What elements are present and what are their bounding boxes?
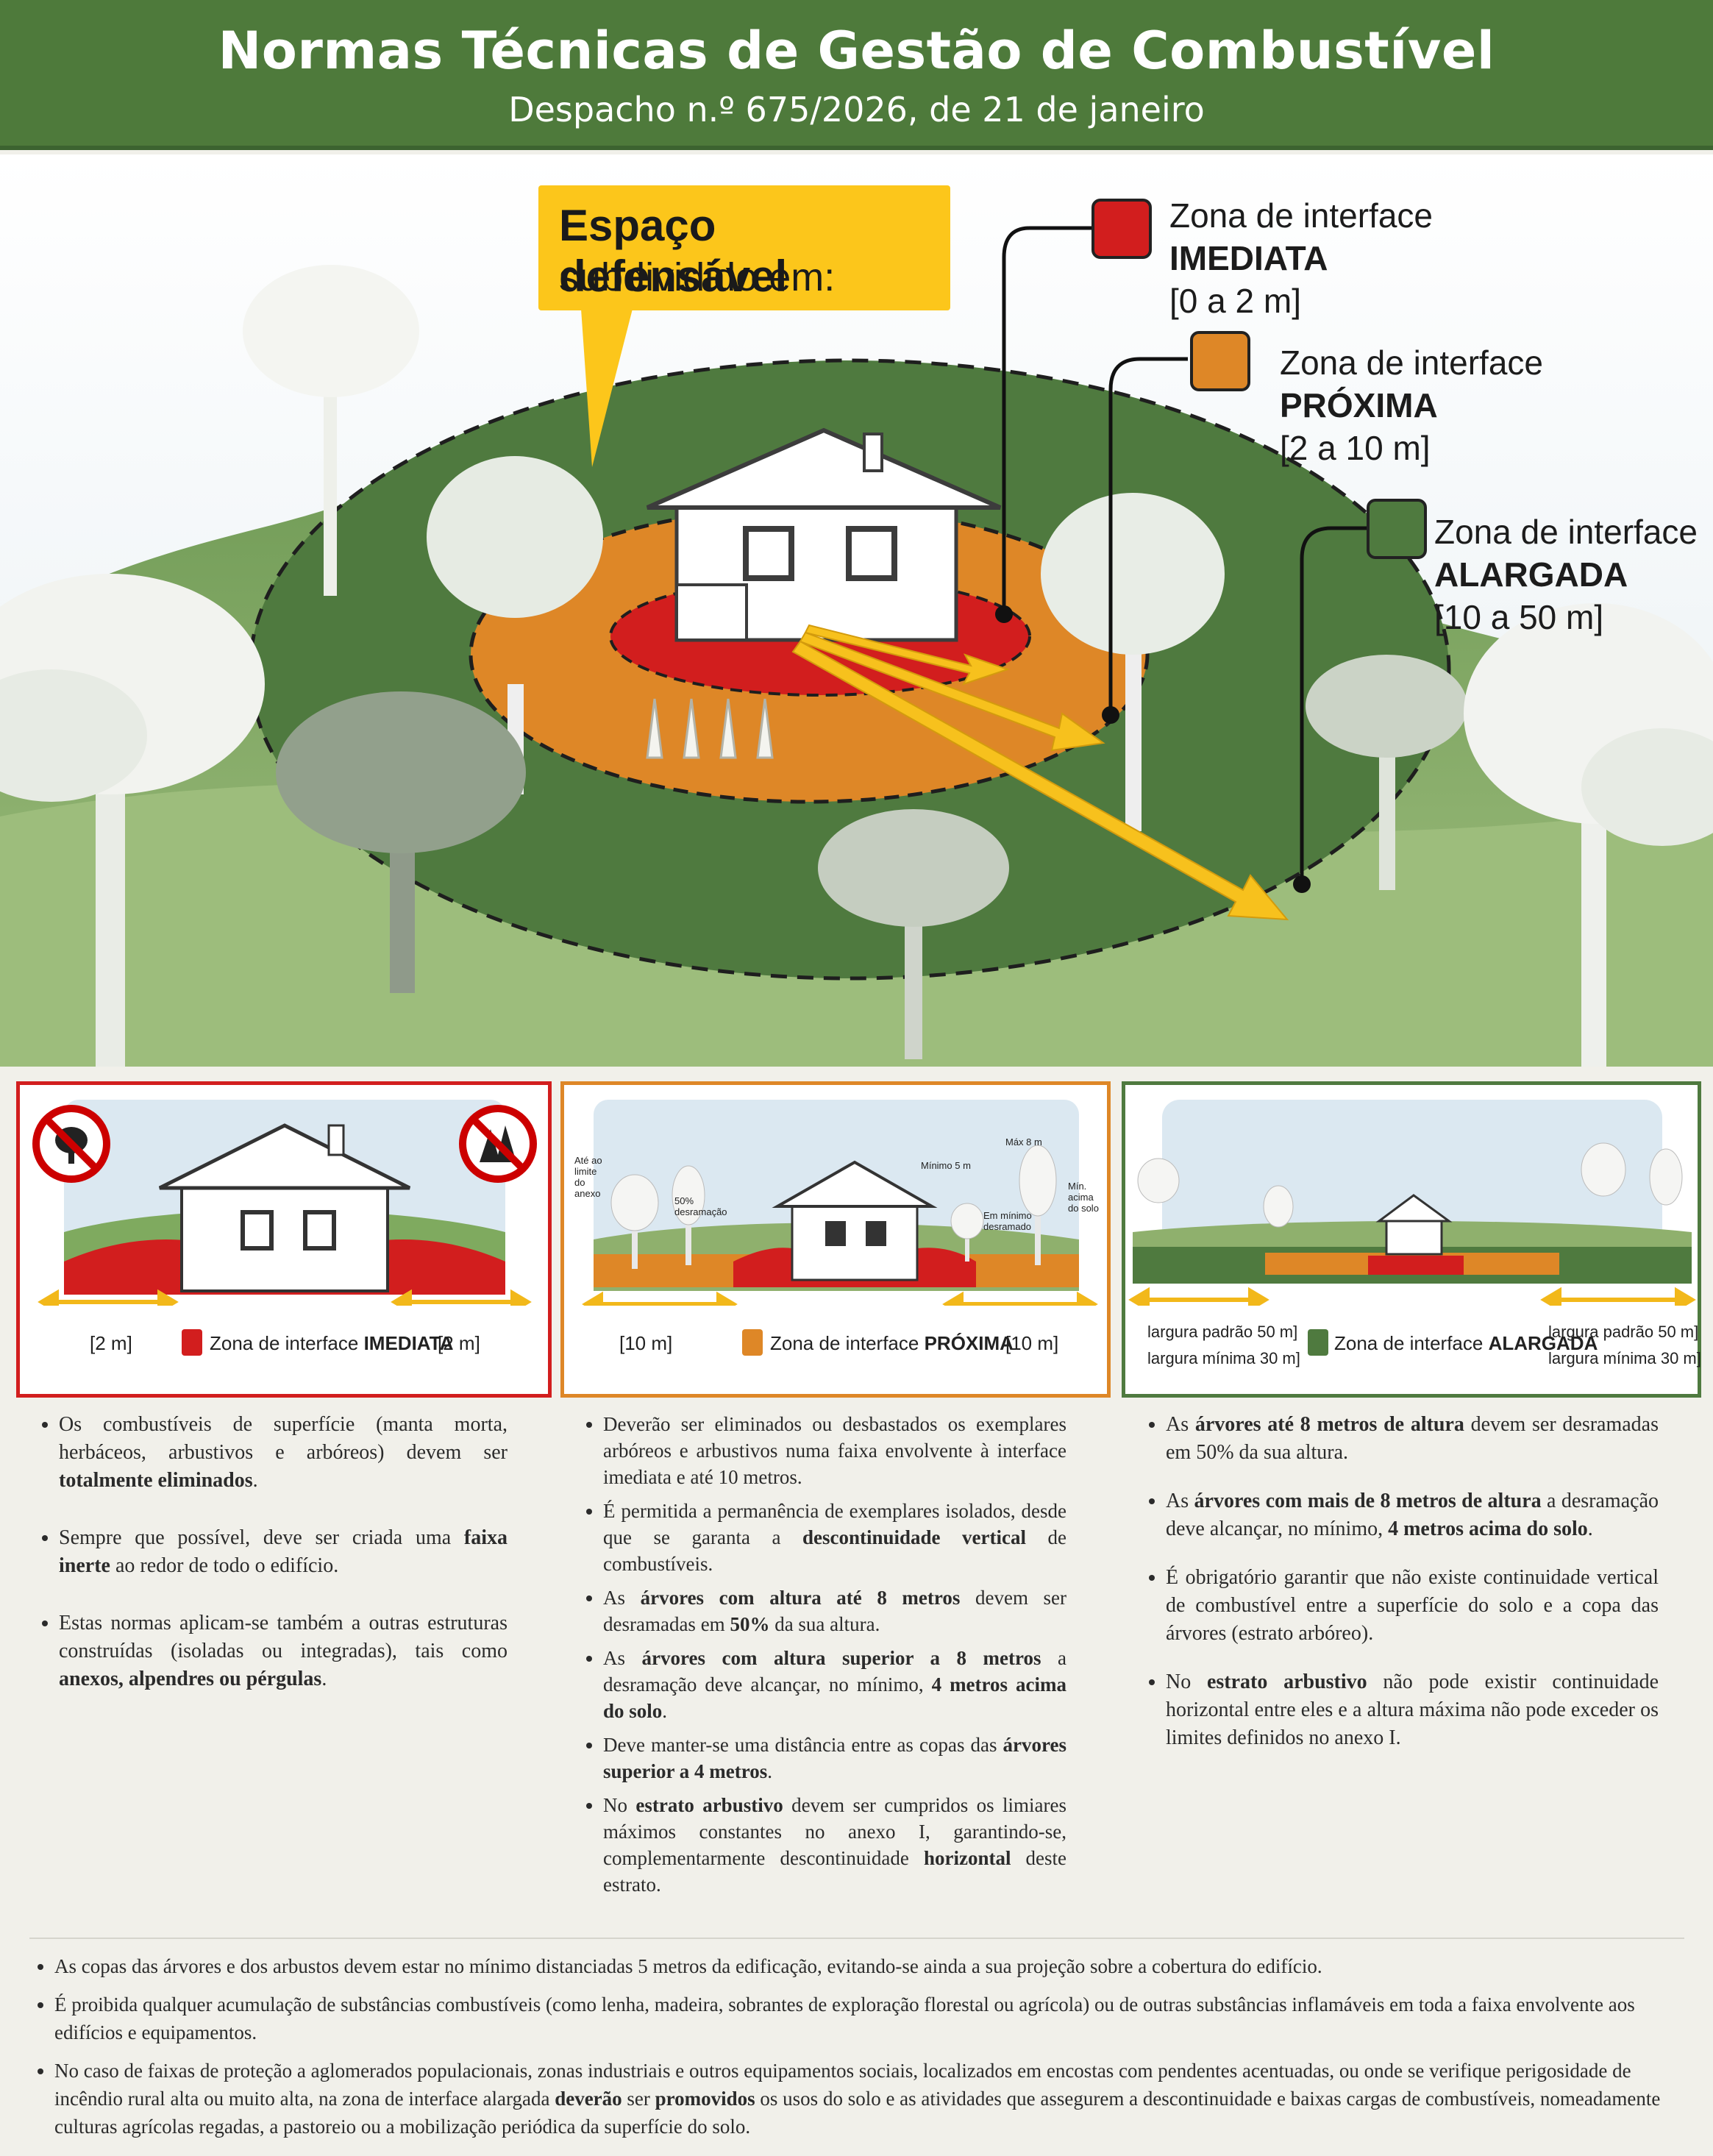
no-tree-icon: [32, 1105, 110, 1183]
panel-imediata-legend-swatch: [182, 1329, 202, 1356]
header-banner: Normas Técnicas de Gestão de Combustível…: [0, 0, 1713, 150]
defensible-space-callout: Espaço defensável subdividido em:: [538, 185, 950, 310]
alargada-trees: [1137, 1142, 1683, 1228]
callout-title: Espaço defensável: [559, 201, 788, 301]
rule-item: É obrigatório garantir que não existe co…: [1166, 1564, 1659, 1648]
proxima-trees: [610, 1145, 1057, 1269]
panel-proxima-left-distance: [10 m]: [619, 1332, 673, 1354]
zone-imediata-line1: Zona de interface: [1169, 196, 1434, 235]
rule-item: Deve manter-se uma distância entre as co…: [603, 1732, 1066, 1785]
panel-proxima-legend: Zona de interface PRÓXIMA: [770, 1332, 1014, 1355]
panel-alargada-left-minimum: largura mínima 30 m]: [1147, 1349, 1300, 1367]
width-arrows: [1128, 1287, 1696, 1306]
zone-alargada-name: ALARGADA: [1434, 555, 1628, 594]
tree-left-large: [0, 574, 265, 1067]
width-arrows: [582, 1291, 1098, 1306]
panel-proxima-annot-em-minimo: Em mínimo desramado: [983, 1210, 1032, 1232]
rule-item: As árvores com altura superior a 8 metro…: [603, 1645, 1066, 1724]
general-rule-item: É proibida qualquer acumulação de substâ…: [54, 1990, 1684, 2046]
leader-dot-imediata: [995, 605, 1013, 623]
zone-label-proxima: Zona de interface PRÓXIMA [2 a 10 m]: [1280, 341, 1543, 469]
zone-proxima-range: [2 a 10 m]: [1280, 429, 1431, 467]
panel-alargada-legend: Zona de interface ALARGADA: [1334, 1332, 1598, 1355]
rule-item: Estas normas aplicam-se também a outras …: [59, 1609, 508, 1693]
panel-proxima-annot-limite: Até ao limite do anexo: [574, 1155, 602, 1199]
leader-lines: [1002, 226, 1368, 883]
tree-center-dark: [276, 691, 526, 993]
panel-alargada-legend-swatch: [1308, 1329, 1328, 1356]
panel-alargada-legend-bold: ALARGADA: [1488, 1332, 1598, 1354]
house: [646, 427, 1002, 642]
zone-imediata-name: IMEDIATA: [1169, 239, 1328, 277]
callout-subtitle: subdividido em:: [559, 255, 836, 299]
panel-alargada-scene: [1128, 1100, 1696, 1306]
tree-left-back: [243, 265, 419, 596]
panel-imediata-left-distance: [2 m]: [90, 1332, 132, 1354]
panel-alargada: largura padrão 50 m] largura mínima 30 m…: [1122, 1081, 1701, 1398]
panel-imediata-legend-prefix: Zona de interface: [210, 1332, 364, 1354]
panel-proxima-annot-min-solo: Mín. acima do solo: [1068, 1181, 1099, 1214]
zone-label-alargada: Zona de interface ALARGADA [10 a 50 m]: [1434, 510, 1698, 638]
rule-item: Sempre que possível, deve ser criada uma…: [59, 1524, 508, 1580]
rule-item: No estrato arbustivo devem ser cumpridos…: [603, 1792, 1066, 1898]
zone-imediata-range: [0 a 2 m]: [1169, 282, 1301, 320]
panel-proxima-legend-swatch: [742, 1329, 763, 1356]
panel-imediata-legend: Zona de interface IMEDIATA: [210, 1332, 453, 1355]
rule-item: No estrato arbustivo não pode existir co…: [1166, 1668, 1659, 1752]
zone-label-imediata: Zona de interface IMEDIATA [0 a 2 m]: [1169, 194, 1433, 322]
zone-proxima-name: PRÓXIMA: [1280, 386, 1438, 424]
panel-alargada-legend-prefix: Zona de interface: [1334, 1332, 1489, 1354]
no-shrub-icon: [459, 1105, 537, 1183]
column-proxima-rules: Deverão ser eliminados ou desbastados os…: [581, 1411, 1066, 1905]
tree-right-back: [1306, 655, 1467, 890]
rule-item: As árvores com mais de 8 metros de altur…: [1166, 1487, 1659, 1543]
panel-imediata: [2 m] Zona de interface IMEDIATA [2 m]: [16, 1081, 552, 1398]
garden-plants: [646, 698, 774, 759]
leader-dot-alargada: [1293, 875, 1311, 893]
callout-pointer: [581, 309, 633, 467]
panel-proxima-scene: [582, 1100, 1098, 1306]
column-alargada-rules: As árvores até 8 metros de altura devem …: [1144, 1411, 1659, 1773]
tree-center-front: [818, 809, 1009, 1059]
panel-imediata-scene: [32, 1100, 537, 1306]
panel-alargada-right-standard: largura padrão 50 m]: [1548, 1323, 1699, 1341]
rule-item: As árvores com altura até 8 metros devem…: [603, 1584, 1066, 1637]
rule-item: Deverão ser eliminados ou desbastados os…: [603, 1411, 1066, 1490]
panel-proxima-annot-minimo: Mínimo 5 m: [921, 1160, 971, 1171]
general-rule-item: As copas das árvores e dos arbustos deve…: [54, 1952, 1684, 1980]
tree-right-mid: [1041, 493, 1225, 831]
zone-alargada-line1: Zona de interface: [1434, 513, 1698, 551]
panel-imediata-right-distance: [2 m]: [438, 1332, 480, 1354]
page-subtitle: Despacho n.º 675/2026, de 21 de janeiro: [508, 90, 1205, 129]
panel-proxima-right-distance: [10 m]: [1005, 1332, 1059, 1354]
panel-alargada-right-minimum: largura mínima 30 m]: [1548, 1349, 1701, 1367]
tree-right-large: [1464, 603, 1713, 1067]
zone-proxima-line1: Zona de interface: [1280, 344, 1544, 382]
zone-marker-proxima: [1190, 331, 1250, 391]
panel-alargada-right-widths: largura padrão 50 m] largura mínima 30 m…: [1548, 1319, 1701, 1372]
general-rule-item: No caso de faixas de proteção a aglomera…: [54, 2057, 1684, 2141]
rule-item: É permitida a permanência de exemplares …: [603, 1498, 1066, 1577]
panel-imediata-legend-bold: IMEDIATA: [363, 1332, 454, 1354]
zone-alargada-range: [10 a 50 m]: [1434, 598, 1604, 636]
direction-arrows: [791, 624, 1289, 921]
zone-marker-imediata: [1091, 199, 1152, 259]
panel-alargada-left-widths: largura padrão 50 m] largura mínima 30 m…: [1147, 1319, 1300, 1372]
zone-marker-alargada: [1367, 499, 1427, 559]
leader-dot-proxima: [1102, 706, 1119, 724]
panel-proxima: Até ao limite do anexo 50% desramação Mí…: [560, 1081, 1111, 1398]
panel-proxima-legend-prefix: Zona de interface: [770, 1332, 925, 1354]
rule-item: As árvores até 8 metros de altura devem …: [1166, 1411, 1659, 1467]
panel-proxima-legend-bold: PRÓXIMA: [924, 1332, 1014, 1354]
panel-proxima-annot-max: Máx 8 m: [1005, 1136, 1042, 1148]
rule-item: Os combustíveis de superfície (manta mor…: [59, 1411, 508, 1495]
panel-proxima-annot-desramacao: 50% desramação: [674, 1195, 727, 1217]
column-imediata-rules: Os combustíveis de superfície (manta mor…: [37, 1411, 508, 1714]
panel-alargada-left-standard: largura padrão 50 m]: [1147, 1323, 1298, 1341]
width-arrows: [38, 1289, 532, 1306]
general-rules: As copas das árvores e dos arbustos deve…: [29, 1938, 1684, 2151]
page-title: Normas Técnicas de Gestão de Combustível: [218, 21, 1495, 81]
